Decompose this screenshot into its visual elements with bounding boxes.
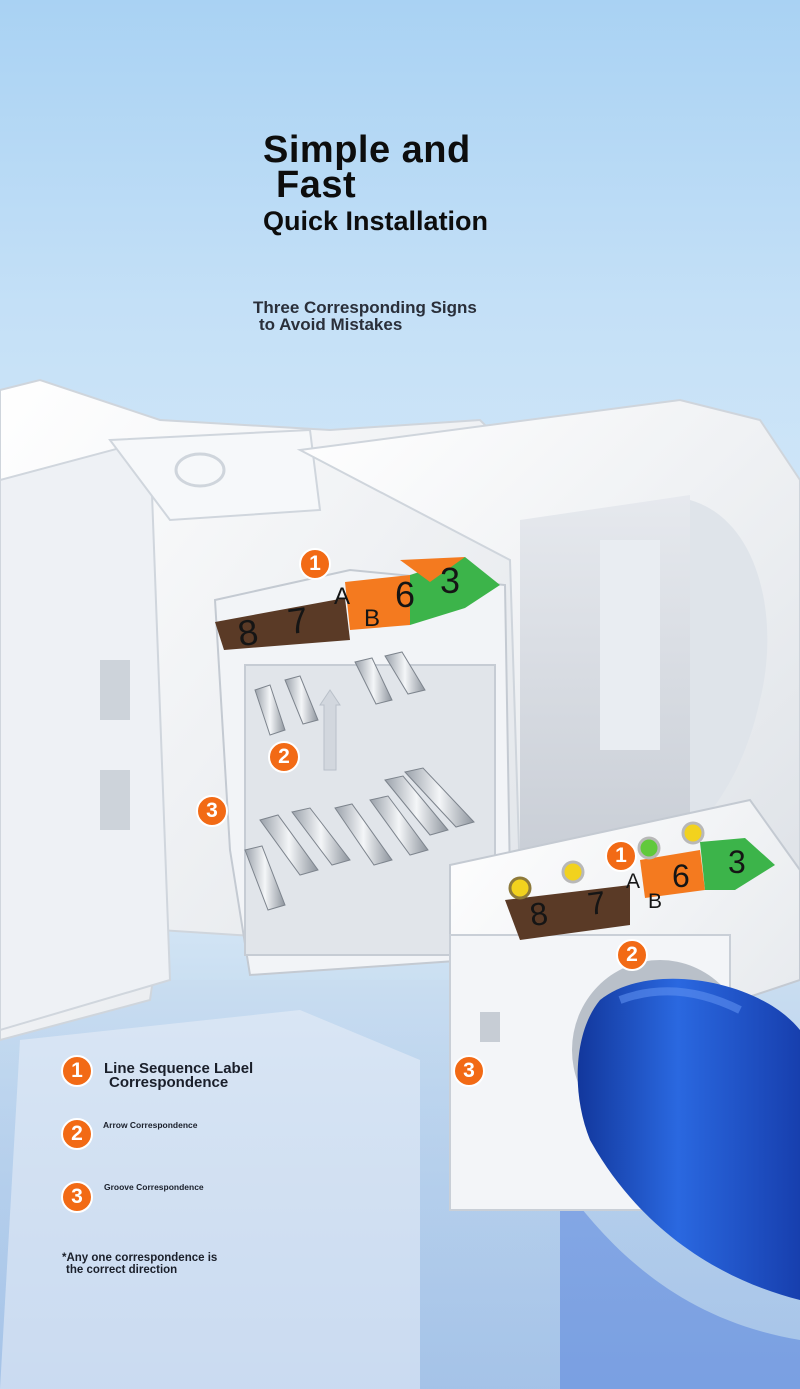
legend-badge-1: 1	[61, 1055, 93, 1087]
left-label-3: 3	[440, 560, 461, 601]
right-label-b: B	[648, 890, 663, 913]
left-label-b: B	[364, 605, 381, 632]
headline-line3: Quick Installation	[263, 206, 489, 236]
legend-badge-2: 2	[61, 1118, 93, 1150]
subheadline-line1: Three Corresponding Signs	[253, 298, 477, 317]
legend-3-line1: Groove Correspondence	[104, 1182, 204, 1192]
headline-line2: Fast	[276, 164, 357, 206]
left-wire-label	[215, 557, 500, 650]
marker-2-left: 2	[268, 741, 300, 773]
headline-line1: Simple and	[263, 129, 471, 171]
marker-1-right: 1	[605, 840, 637, 872]
right-label-a: A	[626, 870, 641, 893]
legend-1-line2: Correspondence	[109, 1074, 229, 1091]
right-label-6: 6	[672, 858, 690, 894]
marker-2-right: 2	[616, 939, 648, 971]
legend-badge-3: 3	[61, 1181, 93, 1213]
marker-3-left: 3	[196, 795, 228, 827]
left-label-a: A	[334, 583, 351, 610]
note-line2: the correct direction	[66, 1264, 178, 1276]
note-line1: *Any one correspondence is	[62, 1252, 218, 1264]
marker-1-left: 1	[299, 548, 331, 580]
legend-1-line1: Line Sequence Label	[104, 1060, 254, 1077]
subheadline-line2: to Avoid Mistakes	[259, 315, 403, 334]
right-wire-label	[505, 838, 775, 940]
legend-2-line1: Arrow Correspondence	[103, 1120, 198, 1130]
marker-3-right: 3	[453, 1055, 485, 1087]
left-label-6: 6	[395, 574, 416, 615]
right-label-3: 3	[728, 844, 746, 880]
